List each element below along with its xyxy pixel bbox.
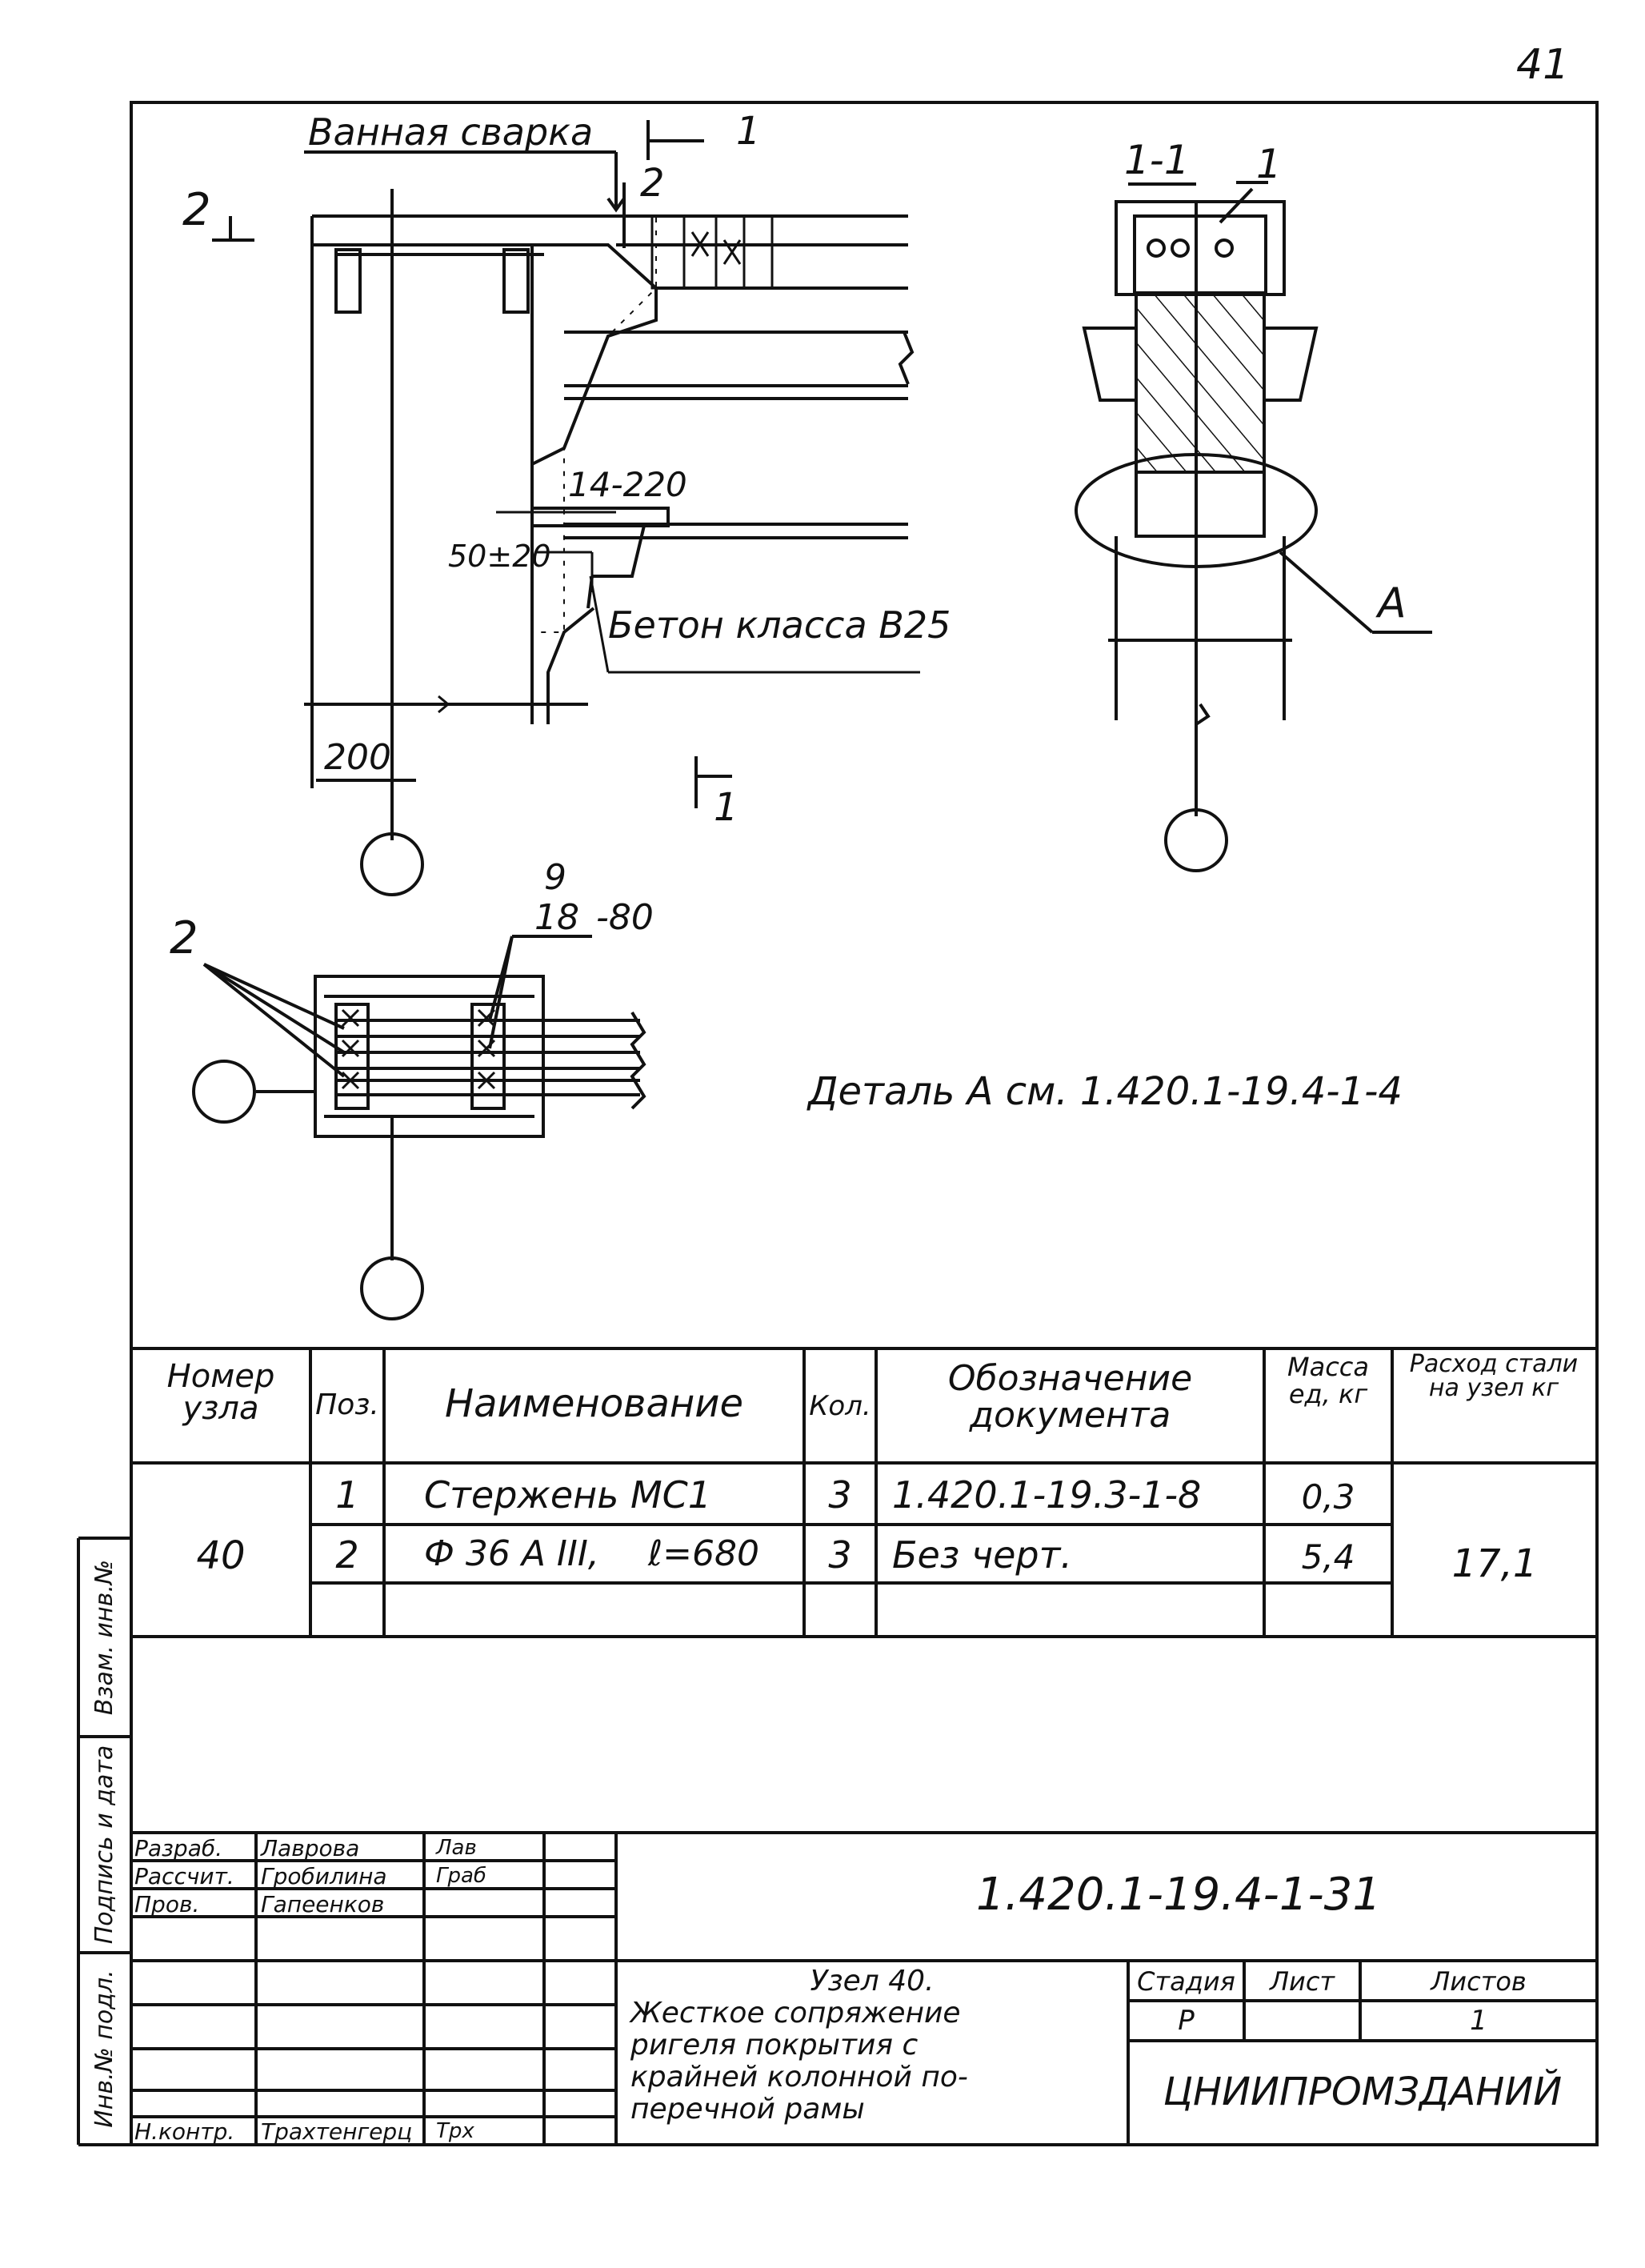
row1-mass: 0,3 bbox=[1301, 1477, 1355, 1517]
header-name: Наименование bbox=[444, 1381, 743, 1426]
title-line-3: ригеля покрытия с bbox=[630, 2029, 919, 2062]
plan-spacing-suffix: -80 bbox=[596, 897, 654, 938]
row2-qty: 3 bbox=[828, 1533, 852, 1577]
weld-block bbox=[650, 214, 774, 290]
header-node-number: Номер узла bbox=[166, 1358, 275, 1427]
section-axis-circle bbox=[1164, 808, 1228, 872]
plan-pos-label: 2 bbox=[170, 912, 198, 964]
total-steel: 17,1 bbox=[1451, 1541, 1538, 1586]
stage-value: Р bbox=[1178, 2005, 1195, 2037]
section-mark-2-left: 2 bbox=[182, 184, 211, 236]
organization: ЦНИИПРОМЗДАНИЙ bbox=[1163, 2070, 1563, 2114]
dimension-200: 200 bbox=[324, 737, 391, 778]
sign-calculated: Граб bbox=[436, 1864, 486, 1888]
header-unit-mass: Масса ед, кг bbox=[1287, 1352, 1369, 1409]
title-line-4: крайней колонной по- bbox=[630, 2061, 968, 2094]
title-line-5: перечной рамы bbox=[630, 2093, 865, 2126]
row2-length: ℓ=680 bbox=[648, 1533, 760, 1574]
elevation-view bbox=[212, 120, 920, 896]
row1-qty: 3 bbox=[828, 1473, 852, 1517]
sign-norm-control: Трх bbox=[436, 2119, 474, 2143]
title-block-lines bbox=[131, 1831, 1597, 2145]
section-mark-top: 1 bbox=[736, 109, 761, 154]
row2-name: Ф 36 А III, bbox=[424, 1533, 599, 1574]
weld-label: Ванная сварка bbox=[308, 110, 594, 154]
sheets-label: Листов bbox=[1431, 1966, 1527, 1997]
sheet-label: Лист bbox=[1269, 1966, 1335, 1997]
node-number: 40 bbox=[196, 1533, 246, 1578]
weld-pos-2: 2 bbox=[640, 161, 665, 206]
sheets-value: 1 bbox=[1470, 2005, 1487, 2037]
plan-axis-circle-left bbox=[192, 1060, 256, 1124]
weld-spec: 14-220 bbox=[568, 465, 687, 504]
row1-pos: 1 bbox=[335, 1473, 359, 1517]
row1-name: Стержень МС1 bbox=[424, 1473, 712, 1517]
role-norm-control: Н.контр. bbox=[134, 2118, 235, 2145]
sheet-frame bbox=[130, 101, 1599, 2146]
gap-dimension: 50±20 bbox=[448, 539, 551, 574]
header-quantity: Кол. bbox=[809, 1390, 871, 1422]
plan-axis-circle-bottom bbox=[360, 1256, 424, 1320]
row2-mass: 5,4 bbox=[1301, 1537, 1355, 1577]
side-stamp-inv-orig: Инв.№ подл. bbox=[90, 1969, 118, 2128]
spec-table-lines bbox=[131, 1347, 1597, 1638]
detail-marker: А bbox=[1378, 579, 1407, 627]
name-checked: Гапеенков bbox=[261, 1891, 385, 1917]
stage-label: Стадия bbox=[1137, 1966, 1235, 1997]
header-steel-total: Расход стали на узел кг bbox=[1409, 1350, 1579, 1402]
section-title: 1-1 bbox=[1124, 137, 1190, 183]
side-stamp-replaced-inv: Взам. инв.№ bbox=[90, 1559, 118, 1716]
section-1-1 bbox=[1075, 181, 1432, 872]
section-mark-bottom: 1 bbox=[714, 785, 738, 830]
row2-doc: Без черт. bbox=[892, 1533, 1073, 1577]
plan-view bbox=[192, 935, 646, 1320]
elevation-axis-circle bbox=[360, 832, 424, 896]
role-calculated: Рассчит. bbox=[134, 1863, 234, 1889]
plan-spacing-top: 9 bbox=[544, 857, 566, 898]
row2-pos: 2 bbox=[335, 1533, 359, 1577]
detail-reference: Деталь А см. 1.420.1-19.4-1-4 bbox=[808, 1069, 1403, 1114]
concrete-label: Бетон класса В25 bbox=[608, 603, 951, 647]
header-position: Поз. bbox=[315, 1388, 379, 1421]
document-code: 1.420.1-19.4-1-31 bbox=[976, 1869, 1381, 1921]
title-line-2: Жесткое сопряжение bbox=[630, 1997, 961, 2030]
header-document: Обозначение документа bbox=[947, 1358, 1193, 1437]
side-stamp-signature-date: Подпись и дата bbox=[90, 1745, 118, 1945]
page-number: 41 bbox=[1516, 41, 1570, 89]
row1-doc: 1.420.1-19.3-1-8 bbox=[892, 1473, 1202, 1517]
section-pos-label: 1 bbox=[1256, 141, 1282, 187]
name-developer: Лаврова bbox=[261, 1835, 360, 1861]
role-checked: Пров. bbox=[134, 1891, 200, 1917]
plan-weld-marks bbox=[341, 1008, 496, 1090]
role-developer: Разраб. bbox=[134, 1835, 223, 1861]
plan-spacing-bottom: 18 bbox=[534, 897, 579, 938]
name-norm-control: Трахтенгерц bbox=[261, 2118, 413, 2145]
sign-developer: Лав bbox=[436, 1836, 477, 1860]
name-calculated: Гробилина bbox=[261, 1863, 387, 1889]
title-line-1: Узел 40. bbox=[810, 1965, 935, 1998]
